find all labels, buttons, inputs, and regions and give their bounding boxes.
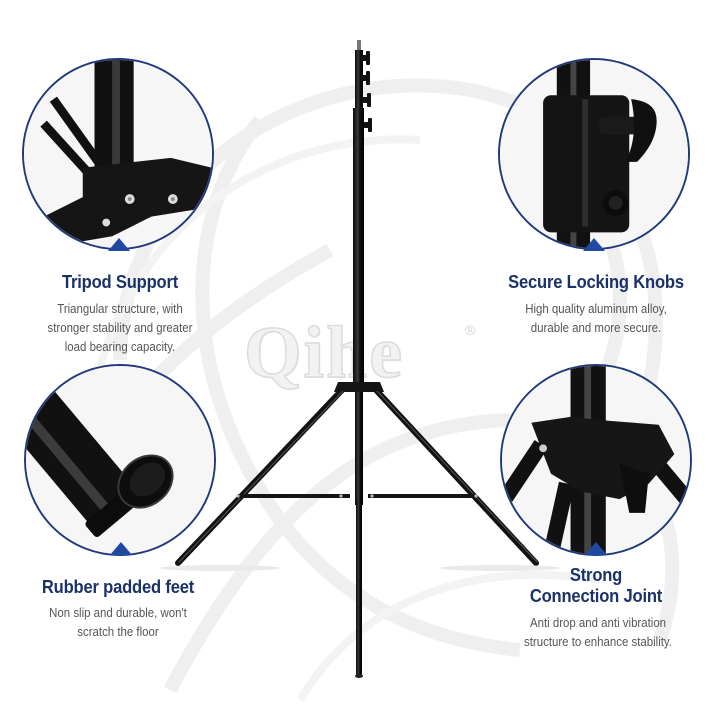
locking-knobs-closeup-circle	[498, 58, 690, 250]
tripod-support-description: Triangular structure, with stronger stab…	[47, 301, 193, 354]
connection-joint-pointer-icon	[585, 542, 607, 555]
rubber-feet-title: Rubber padded feet	[41, 577, 195, 597]
tripod-base-closeup-icon	[24, 60, 212, 248]
rubber-foot-closeup-icon	[26, 366, 214, 554]
locking-knobs-pointer-icon	[583, 238, 605, 251]
locking-knobs-description: High quality aluminum alloy, durable and…	[525, 301, 667, 335]
connection-joint-closeup-circle	[500, 364, 692, 556]
tripod-support-title: Tripod Support	[61, 272, 179, 292]
rubber-feet-closeup-circle	[24, 364, 216, 556]
locking-knob-closeup-icon	[500, 60, 688, 248]
connection-joint-closeup-icon	[502, 366, 690, 554]
locking-knobs-title: Secure Locking Knobs	[508, 272, 684, 292]
brand-watermark: Qihe	[243, 312, 405, 394]
rubber-feet-pointer-icon	[110, 542, 132, 555]
tripod-support-closeup-circle	[22, 58, 214, 250]
registered-trademark-mark: ®	[465, 322, 476, 338]
connection-joint-title: Strong Connection Joint	[529, 565, 663, 606]
rubber-feet-description: Non slip and durable, won't scratch the …	[49, 605, 187, 639]
tripod-support-pointer-icon	[108, 238, 130, 251]
connection-joint-description: Anti drop and anti vibration structure t…	[524, 615, 672, 649]
